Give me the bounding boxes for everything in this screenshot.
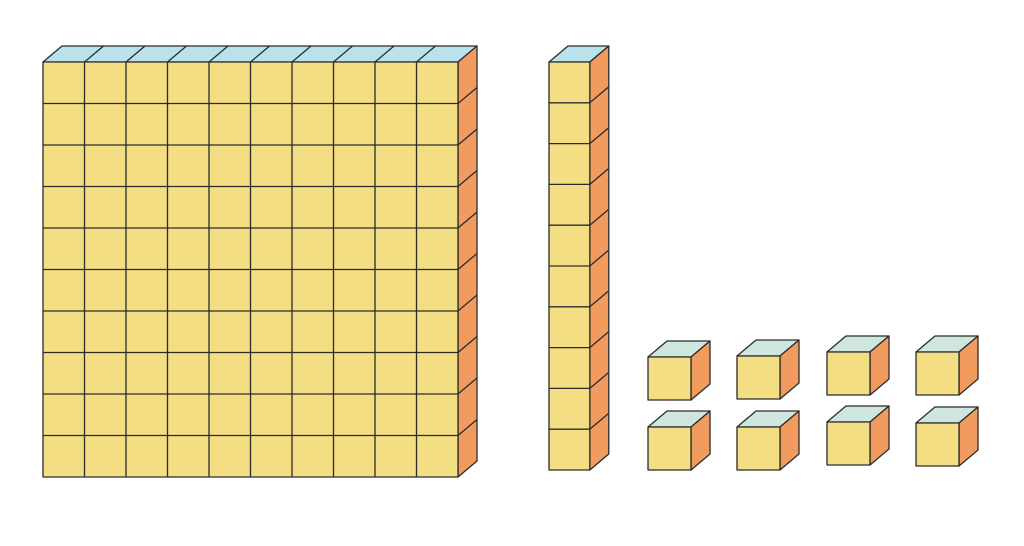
side-divider [457, 419, 478, 436]
side-divider [457, 128, 478, 146]
front-face [826, 421, 871, 466]
side-divider [457, 377, 478, 395]
front-face [915, 351, 960, 396]
side-divider [589, 412, 610, 430]
unit-cube [647, 340, 711, 401]
top-divider [208, 45, 229, 63]
side-divider [457, 294, 478, 312]
top-divider [125, 45, 146, 63]
side-divider [457, 336, 478, 353]
blocks-group [42, 45, 979, 478]
side-divider [589, 208, 610, 226]
unit-cube [826, 335, 890, 396]
side-divider [589, 371, 610, 389]
unit-cube [915, 335, 979, 396]
unit-cube [915, 406, 979, 467]
side-divider [589, 127, 610, 145]
side-divider [589, 167, 610, 185]
side-divider [457, 253, 478, 270]
top-divider [416, 45, 436, 63]
unit-cube [736, 339, 800, 400]
top-divider [250, 45, 270, 63]
front-face [647, 426, 692, 471]
unit-cube [826, 405, 890, 466]
side-divider [589, 86, 610, 104]
unit-cube [647, 410, 711, 471]
side-divider [589, 249, 610, 267]
top-divider [333, 45, 353, 63]
top-divider [84, 45, 104, 63]
ten-rod [548, 45, 610, 471]
hundred-flat [42, 45, 478, 478]
front-face [736, 355, 781, 400]
front-face [826, 351, 871, 396]
side-divider [457, 170, 478, 187]
top-divider [374, 45, 395, 63]
front-face [736, 426, 781, 471]
side-divider [589, 290, 610, 308]
front-face [647, 356, 692, 401]
side-divider [589, 331, 610, 349]
front-face [915, 422, 960, 467]
top-divider [291, 45, 312, 63]
side-divider [457, 87, 478, 104]
top-divider [167, 45, 187, 63]
side-divider [457, 211, 478, 229]
unit-cube [736, 410, 800, 471]
